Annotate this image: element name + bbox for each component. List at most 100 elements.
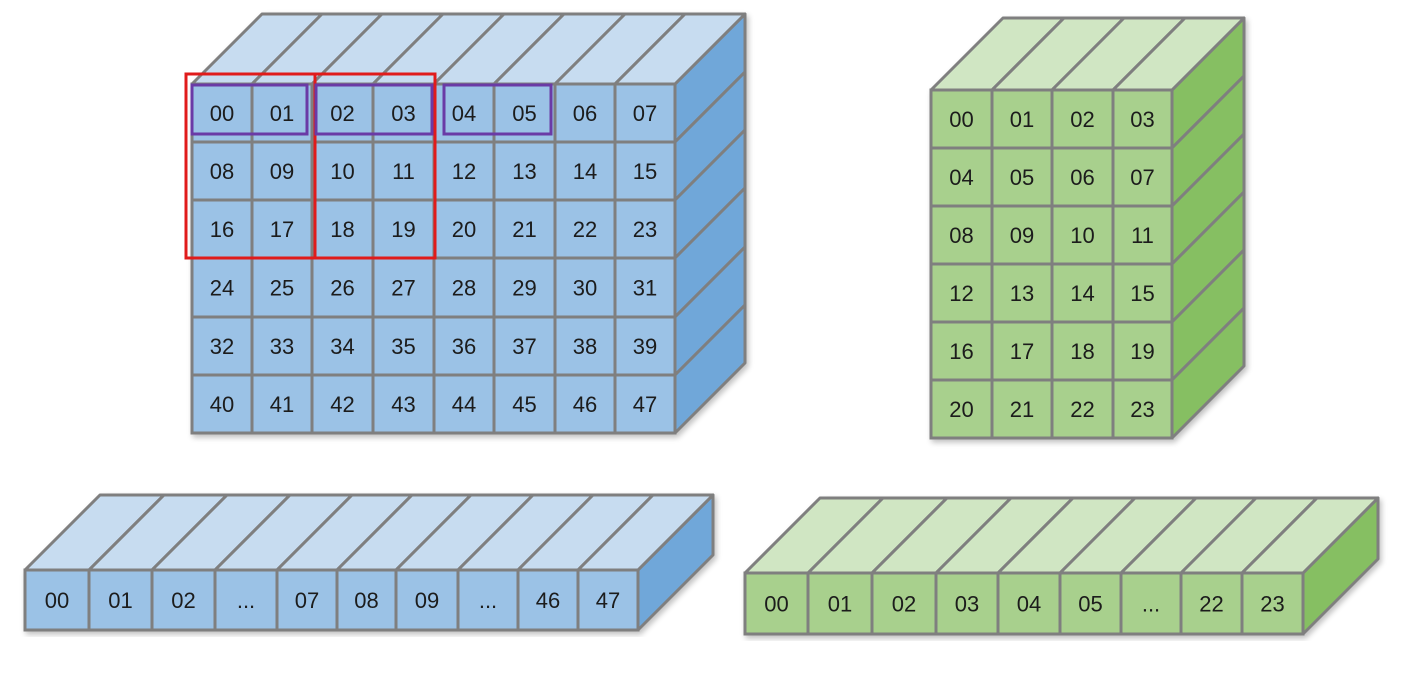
output-flat-cell-label: 04: [1017, 592, 1041, 617]
output-tensor-cell-label: 12: [949, 281, 973, 306]
input-tensor-cell: [432, 256, 496, 319]
output-tensor-cell: [1050, 262, 1115, 324]
input-tensor-cell-label: 41: [270, 392, 294, 417]
output-tensor-cell: [929, 204, 994, 266]
output-tensor-cell-label: 16: [949, 339, 973, 364]
input-tensor-cell-label: 42: [330, 392, 354, 417]
output-tensor-cell-label: 09: [1010, 223, 1034, 248]
input-flat-cell: [87, 568, 154, 632]
output-tensor-cell: [1050, 204, 1115, 266]
output-tensor-cell-label: 21: [1010, 397, 1034, 422]
output-flat-cell: [1119, 571, 1183, 636]
input-flat-cell-label: 08: [354, 588, 378, 613]
output-tensor-cell-label: 14: [1070, 281, 1094, 306]
output-tensor-cell-label: 11: [1131, 223, 1154, 248]
output-tensor-cell-label: 02: [1070, 107, 1094, 132]
input-tensor-cell-label: 31: [633, 276, 657, 301]
input-tensor-cell-label: 02: [330, 101, 354, 126]
input-tensor-cell-label: 44: [452, 392, 476, 417]
output-tensor-cell-label: 05: [1010, 165, 1034, 190]
output-tensor-cell: [1050, 146, 1115, 208]
input-tensor-cell: [310, 140, 375, 202]
output-flat-cell: [996, 571, 1062, 636]
output-tensor-cell: [929, 88, 994, 150]
window-highlight-purple-2: [314, 83, 434, 136]
output-flat-cell-label: 00: [764, 592, 788, 617]
input-tensor-cell: [250, 198, 314, 260]
input-tensor-cell-label: 01: [270, 101, 294, 126]
input-tensor-cell-label: 15: [633, 159, 657, 184]
input-tensor-cell: [432, 198, 496, 260]
input-tensor-cell-label: 40: [210, 392, 234, 417]
output-flat-cell-label: 02: [892, 592, 916, 617]
output-tensor-cell-label: 01: [1010, 107, 1034, 132]
input-tensor-cell-label: 07: [633, 101, 657, 126]
output-tensor-cell: [1111, 204, 1174, 266]
input-tensor-cell-label: 19: [391, 217, 415, 242]
input-tensor-cell: [492, 256, 557, 319]
input-flat-cell-label: 09: [415, 588, 439, 613]
window-highlight-purple-1: [190, 83, 309, 136]
output-flat-cell-label: 03: [955, 592, 979, 617]
input-flat-cell-label: 00: [45, 588, 69, 613]
output-tensor-cell: [990, 146, 1054, 208]
input-flat-cell-label: 01: [108, 588, 132, 613]
output-tensor-cell-label: 06: [1070, 165, 1094, 190]
input-tensor-cell: [613, 198, 677, 260]
input-tensor-cell-label: 05: [512, 101, 536, 126]
input-flat-cell-label: 46: [536, 588, 560, 613]
input-flat-cell-label: ...: [237, 588, 255, 613]
input-tensor-cell-label: 45: [512, 392, 536, 417]
output-tensor-cell-label: 18: [1070, 339, 1094, 364]
input-tensor-cell-label: 10: [330, 159, 354, 184]
output-flat-cell-label: 23: [1260, 592, 1284, 617]
output-tensor-cell-label: 15: [1130, 281, 1154, 306]
input-tensor-cell-label: 24: [210, 276, 234, 301]
input-tensor-cell: [492, 140, 557, 202]
output-tensor-cell-label: 10: [1070, 223, 1094, 248]
input-tensor-cell: [310, 256, 375, 319]
input-tensor-cell-label: 13: [512, 159, 536, 184]
input-flat-cell: [150, 568, 217, 632]
output-tensor-cell-label: 17: [1010, 339, 1034, 364]
output-tensor-cell: [990, 378, 1054, 440]
output-tensor-cell: [1111, 378, 1174, 440]
output-flat-cell-label: 22: [1199, 592, 1223, 617]
output-flat-cell-label: ...: [1142, 592, 1160, 617]
input-tensor-cell-label: 34: [330, 334, 354, 359]
input-tensor-cell: [613, 140, 677, 202]
output-tensor-cell: [990, 320, 1054, 382]
output-tensor-cell-label: 20: [949, 397, 973, 422]
input-flat-cell: [516, 568, 580, 632]
output-tensor-cell: [1111, 262, 1174, 324]
input-tensor-cell: [613, 82, 677, 144]
output-tensor-cell-label: 13: [1010, 281, 1034, 306]
output-tensor-cell-label: 00: [949, 107, 973, 132]
input-tensor-cell-label: 04: [452, 101, 476, 126]
output-flat-cell-label: 01: [828, 592, 852, 617]
input-tensor-cell: [250, 373, 314, 435]
input-flat-cell: [394, 568, 460, 632]
input-flat-cell-label: 02: [171, 588, 195, 613]
input-tensor-cell: [371, 198, 436, 260]
input-tensor-cell: [613, 256, 677, 319]
input-tensor-cell: [492, 315, 557, 377]
input-tensor-cell-label: 39: [633, 334, 657, 359]
output-flat-cell: [743, 571, 810, 636]
input-flat-cell: [576, 568, 640, 632]
kernel-highlights: [184, 72, 553, 260]
input-tensor-cell-label: 26: [330, 276, 354, 301]
input-flat-cell: [456, 568, 520, 632]
input-tensor-cell-label: 36: [452, 334, 476, 359]
input-tensor-cell-label: 46: [573, 392, 597, 417]
input-tensor-cell-label: 09: [270, 159, 294, 184]
input-tensor-cell-label: 08: [210, 159, 234, 184]
input-tensor-cell: [553, 373, 617, 435]
output-flat-cell-label: 05: [1078, 592, 1102, 617]
window-highlight-purple-3: [442, 83, 553, 136]
input-flat-cell-label: 07: [295, 588, 319, 613]
input-tensor-cell-label: 37: [512, 334, 536, 359]
